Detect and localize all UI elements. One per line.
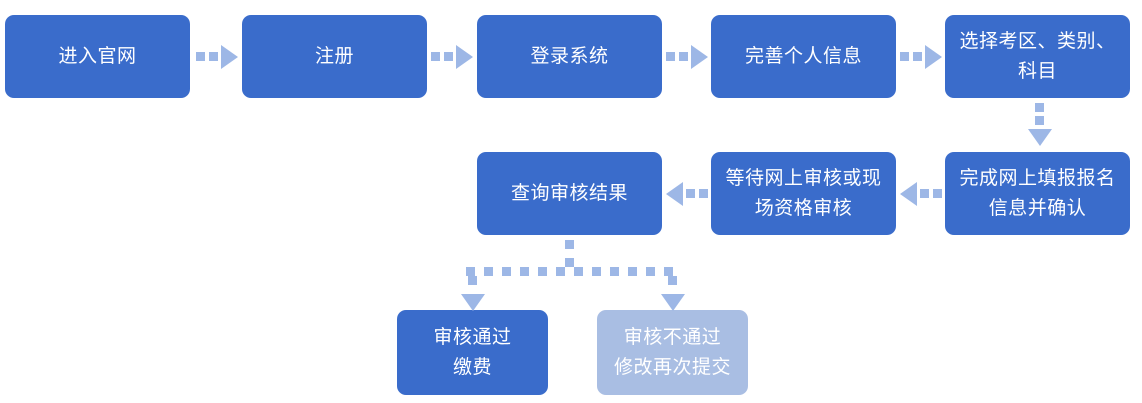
arrowhead-right-icon (221, 45, 238, 69)
connector-dash-square (196, 52, 205, 61)
connector-branch-stem (565, 240, 574, 276)
flow-node-select-region-category-subject[interactable]: 选择考区、类别、 科目 (945, 15, 1130, 98)
connector-select-region-to-online-application (1028, 103, 1052, 149)
arrowhead-down-icon (1028, 129, 1052, 146)
connector-dash-square (699, 189, 708, 198)
connector-personal-info-to-select-region (900, 45, 942, 69)
arrowhead-right-icon (925, 45, 942, 69)
flow-node-register[interactable]: 注册 (242, 15, 427, 98)
connector-dash-square (1035, 116, 1044, 125)
connector-enter-site-to-register (196, 45, 238, 69)
flow-node-enter-official-site[interactable]: 进入官网 (5, 15, 190, 98)
arrowhead-right-icon (456, 45, 473, 69)
connector-dash-square (209, 52, 218, 61)
connector-dash-square (913, 52, 922, 61)
connector-dash-square (431, 52, 440, 61)
arrowhead-down-icon-right-branch (661, 294, 685, 311)
flow-node-await-review[interactable]: 等待网上审核或现 场资格审核 (711, 152, 896, 235)
connector-dash-square (920, 189, 929, 198)
connector-branch-bar (466, 267, 682, 276)
connector-dash-square (900, 52, 909, 61)
connector-dash-square (679, 52, 688, 61)
connector-dash-square (1035, 103, 1044, 112)
flow-node-query-review-result[interactable]: 查询审核结果 (477, 152, 662, 235)
connector-online-application-to-await-review (900, 182, 942, 206)
connector-register-to-login (431, 45, 473, 69)
arrowhead-right-icon (691, 45, 708, 69)
flow-node-login-system[interactable]: 登录系统 (477, 15, 662, 98)
connector-branch-drop-right (668, 276, 677, 303)
flow-node-complete-personal-info[interactable]: 完善个人信息 (711, 15, 896, 98)
arrowhead-down-icon-left-branch (461, 294, 485, 311)
flow-node-review-passed-payment[interactable]: 审核通过 缴费 (397, 310, 548, 395)
connector-dash-square (444, 52, 453, 61)
connector-dash-square (933, 189, 942, 198)
arrowhead-left-icon (900, 182, 917, 206)
flow-node-review-failed-resubmit[interactable]: 审核不通过 修改再次提交 (597, 310, 748, 395)
connector-branch-drop-left (468, 276, 477, 303)
connector-login-to-personal-info (666, 45, 708, 69)
connector-await-review-to-query-result (666, 182, 708, 206)
flow-node-complete-online-application[interactable]: 完成网上填报报名 信息并确认 (945, 152, 1130, 235)
connector-dash-square (686, 189, 695, 198)
arrowhead-left-icon (666, 182, 683, 206)
connector-dash-square (666, 52, 675, 61)
